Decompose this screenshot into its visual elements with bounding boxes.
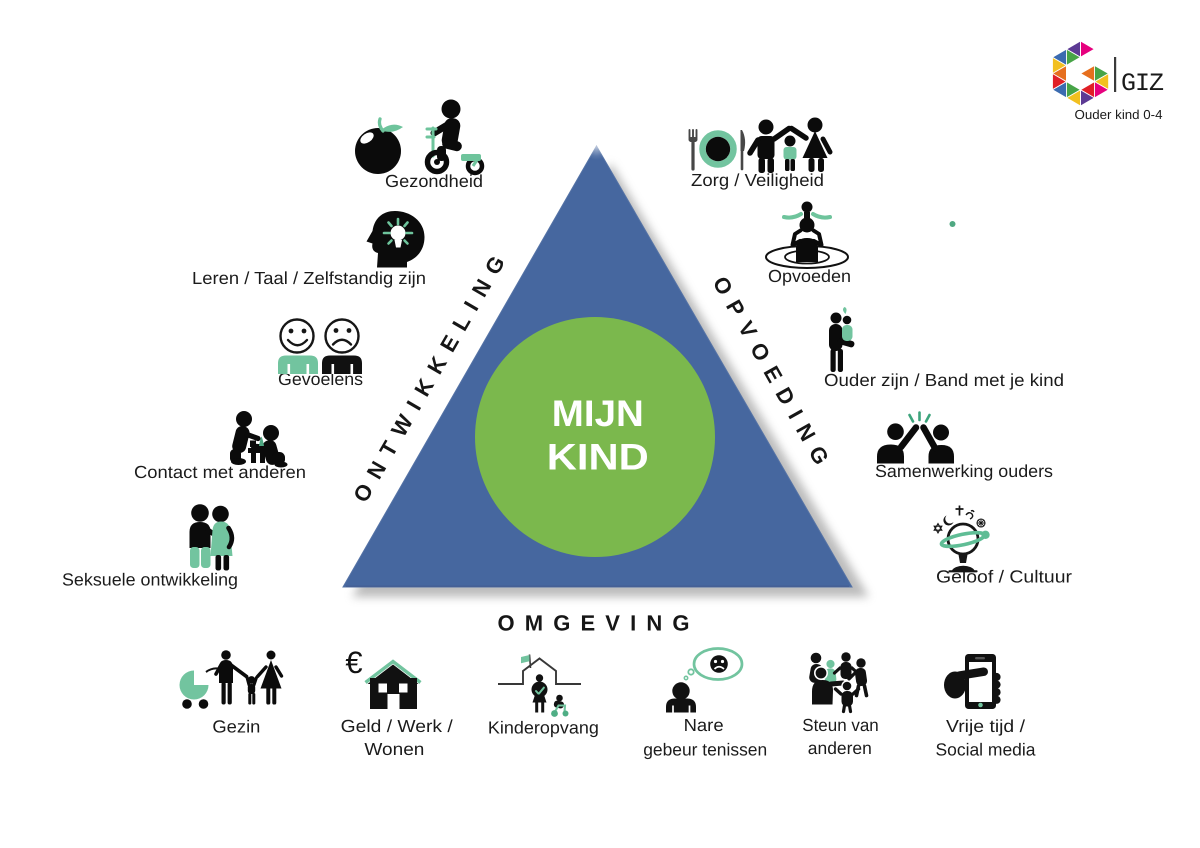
svg-text:GIZ: GIZ: [1121, 69, 1164, 98]
svg-text:Samenwerking ouders: Samenwerking ouders: [875, 461, 1053, 481]
svg-text:Ouder kind 0-4: Ouder kind 0-4: [1075, 107, 1163, 122]
svg-text:Social media: Social media: [936, 740, 1036, 760]
svg-text:Nare: Nare: [684, 715, 724, 735]
svg-text:Ouder zijn / Band met je kind: Ouder zijn / Band met je kind: [824, 370, 1064, 390]
svg-text:Wonen: Wonen: [364, 739, 424, 759]
svg-text:€: €: [345, 645, 362, 680]
svg-text:KIND: KIND: [547, 437, 649, 478]
svg-text:Leren / Taal / Zelfstandig zij: Leren / Taal / Zelfstandig zijn: [192, 268, 426, 288]
svg-text:Gezondheid: Gezondheid: [385, 171, 483, 191]
svg-text:MIJN: MIJN: [552, 393, 644, 434]
svg-text:OMGEVING: OMGEVING: [498, 611, 690, 636]
svg-text:anderen: anderen: [808, 738, 872, 758]
svg-text:Zorg / Veiligheid: Zorg / Veiligheid: [691, 170, 824, 190]
svg-text:Seksuele ontwikkeling: Seksuele ontwikkeling: [62, 570, 238, 590]
svg-text:Steun van: Steun van: [802, 715, 879, 735]
svg-text:Vrije tijd /: Vrije tijd /: [946, 716, 1025, 736]
svg-text:Geld / Werk /: Geld / Werk /: [341, 716, 453, 736]
svg-text:Kinderopvang: Kinderopvang: [488, 718, 599, 738]
svg-text:gebeur tenissen: gebeur tenissen: [643, 740, 767, 760]
svg-text:Contact met anderen: Contact met anderen: [134, 462, 306, 482]
svg-text:Opvoeden: Opvoeden: [768, 266, 851, 286]
svg-text:Gezin: Gezin: [212, 717, 260, 737]
